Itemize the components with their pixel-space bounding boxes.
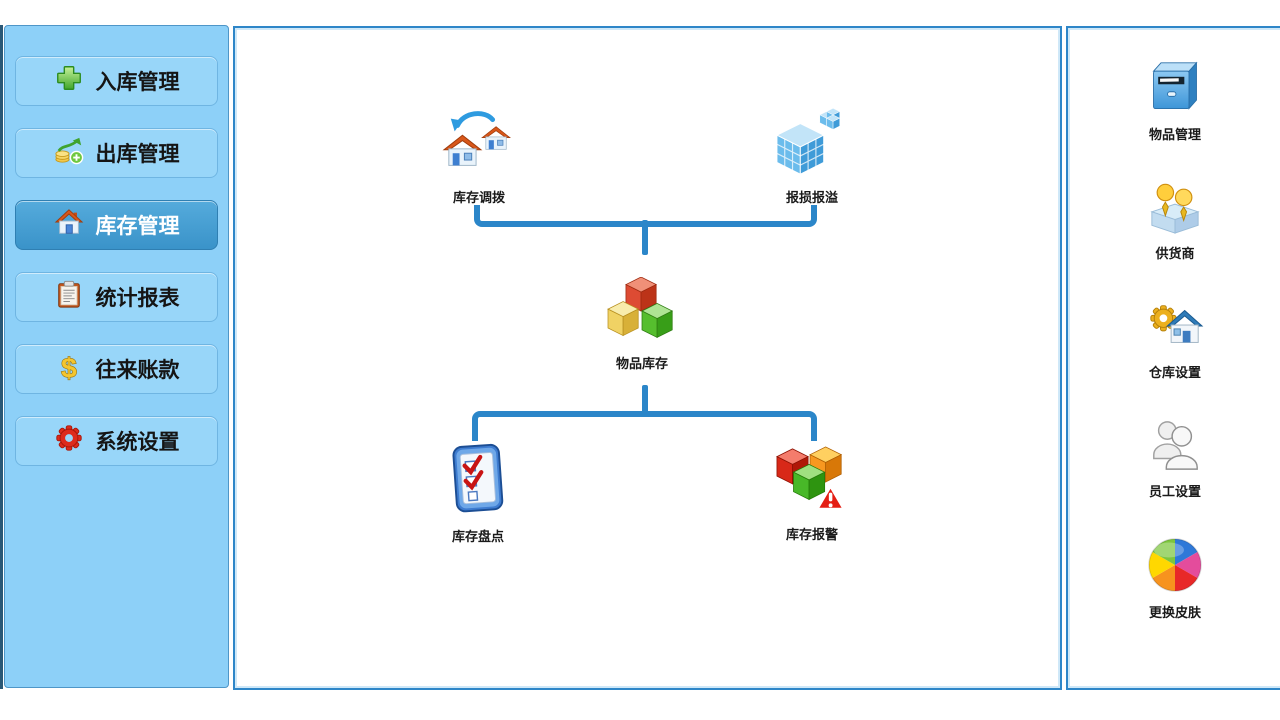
window-left-edge xyxy=(0,25,3,689)
sidebar-item-label: 往来账款 xyxy=(95,359,180,382)
shortcut-label: 更换皮肤 xyxy=(1148,605,1201,620)
color-wheel-icon xyxy=(1147,536,1203,599)
connector-top-stub xyxy=(642,220,648,255)
sidebar-item-settings[interactable]: 系统设置 xyxy=(15,416,218,466)
people-tie-icon xyxy=(1148,179,1202,240)
sidebar-item-label: 统计报表 xyxy=(95,287,180,310)
sidebar-item-label: 库存管理 xyxy=(95,215,180,238)
dollar-icon: $ xyxy=(54,351,84,387)
shortcut-label: 物品管理 xyxy=(1148,127,1201,142)
blue-cubes-icon xyxy=(775,107,849,184)
node-stock-transfer[interactable]: 库存调拨 xyxy=(409,107,549,206)
connector-bottom-stub xyxy=(642,385,648,417)
houses-swap-icon xyxy=(442,107,516,184)
node-label: 库存盘点 xyxy=(451,529,504,544)
sidebar-item-reports[interactable]: 统计报表 xyxy=(15,272,218,322)
chart-coins-icon xyxy=(54,135,84,171)
shortcut-item-staff-settings[interactable]: 员工设置 xyxy=(1105,417,1245,500)
gear-house-icon xyxy=(1146,298,1204,359)
node-stock-alert[interactable]: 库存报警 xyxy=(742,444,882,543)
node-label: 报损报溢 xyxy=(785,190,838,205)
main-panel: 库存调拨 xyxy=(233,26,1062,690)
plus-icon xyxy=(54,63,84,99)
sidebar-item-label: 入库管理 xyxy=(95,71,180,94)
house-icon xyxy=(54,207,84,243)
shortcut-item-change-skin[interactable]: 更换皮肤 xyxy=(1105,536,1245,621)
checklist-icon xyxy=(447,442,509,523)
node-label: 库存调拨 xyxy=(452,190,505,205)
boxes-icon xyxy=(606,276,678,350)
red-gear-icon xyxy=(54,423,84,459)
shortcut-label: 供货商 xyxy=(1155,246,1195,261)
shortcut-item-warehouse-settings[interactable]: 仓库设置 xyxy=(1105,298,1245,381)
sidebar-item-outbound[interactable]: 出库管理 xyxy=(15,128,218,178)
svg-text:$: $ xyxy=(61,352,77,381)
node-label: 物品库存 xyxy=(615,356,668,371)
people-gray-icon xyxy=(1148,417,1202,478)
node-stocktake[interactable]: 库存盘点 xyxy=(408,442,548,545)
alert-cubes-icon xyxy=(775,444,849,521)
shortcut-item-suppliers[interactable]: 供货商 xyxy=(1105,179,1245,262)
node-label: 库存报警 xyxy=(785,527,838,542)
connector-bottom-bracket xyxy=(472,411,817,441)
shortcut-label: 仓库设置 xyxy=(1148,365,1201,380)
sidebar: 入库管理 出库管理 xyxy=(4,25,229,688)
sidebar-item-label: 出库管理 xyxy=(95,143,180,166)
clipboard-icon xyxy=(54,279,84,315)
node-item-stock[interactable]: 物品库存 xyxy=(572,276,712,372)
sidebar-item-inbound[interactable]: 入库管理 xyxy=(15,56,218,106)
sidebar-item-accounts[interactable]: $ 往来账款 xyxy=(15,344,218,394)
node-loss-overflow[interactable]: 报损报溢 xyxy=(742,107,882,206)
shortcut-item-goods[interactable]: 物品管理 xyxy=(1105,60,1245,143)
right-panel: 物品管理 供货商 xyxy=(1066,26,1280,690)
sidebar-item-inventory[interactable]: 库存管理 xyxy=(15,200,218,250)
sidebar-item-label: 系统设置 xyxy=(95,431,180,454)
cabinet-icon xyxy=(1148,60,1202,121)
shortcut-label: 员工设置 xyxy=(1148,484,1201,499)
